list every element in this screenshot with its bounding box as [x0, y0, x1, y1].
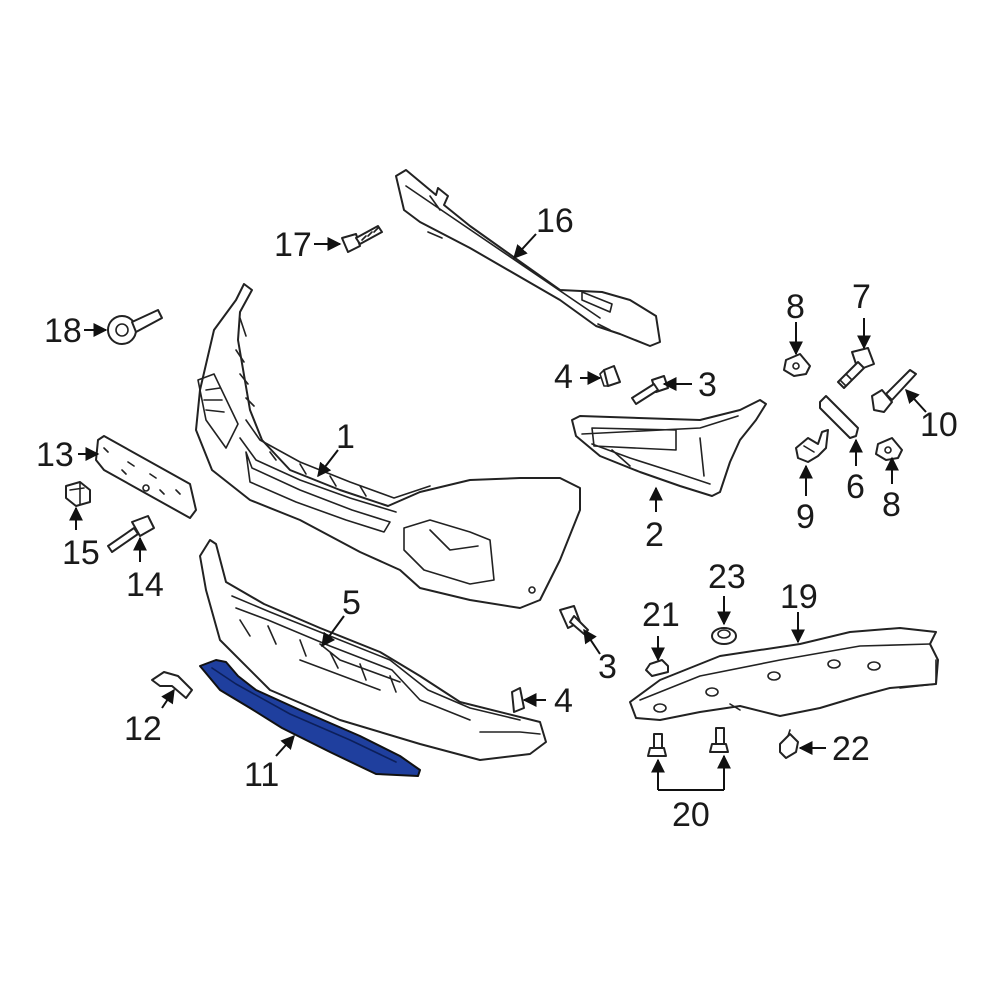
part-5-lower-grille[interactable]: [199, 539, 547, 761]
callout-22: 22: [832, 730, 870, 768]
callout-10: 10: [920, 406, 958, 444]
callout-4-upper: 4: [554, 358, 573, 396]
part-11-deflector-highlighted[interactable]: [199, 659, 421, 777]
callout-12: 12: [124, 710, 162, 748]
callout-18: 18: [44, 312, 82, 350]
part-20-bolts[interactable]: [647, 727, 729, 757]
part-23-nut[interactable]: [711, 627, 737, 645]
part-3-screw-lower[interactable]: [559, 605, 589, 635]
callout-20: 20: [672, 796, 710, 834]
leader-1: [317, 449, 339, 478]
callout-8-upper: 8: [786, 288, 805, 326]
callout-3-lower: 3: [598, 648, 617, 686]
part-8-nut-upper[interactable]: [783, 353, 811, 377]
callout-3-upper: 3: [698, 366, 717, 404]
callout-1: 1: [336, 418, 355, 456]
part-9-clip[interactable]: [795, 429, 829, 463]
part-13-license-bracket[interactable]: [95, 435, 197, 519]
leader-3b: [583, 628, 601, 655]
callout-8-lower: 8: [882, 486, 901, 524]
callout-19: 19: [780, 578, 818, 616]
callout-11: 11: [244, 756, 279, 794]
leader-16: [513, 233, 537, 260]
part-18-tow-eye[interactable]: [107, 309, 163, 345]
callout-6: 6: [846, 468, 865, 506]
callout-4-lower: 4: [554, 682, 573, 720]
callout-14: 14: [126, 566, 164, 604]
callout-15: 15: [62, 534, 100, 572]
part-8-nut-lower[interactable]: [875, 437, 903, 461]
callout-5: 5: [342, 584, 361, 622]
callout-21: 21: [642, 596, 680, 634]
callout-23: 23: [708, 558, 746, 596]
part-15-clip[interactable]: [65, 481, 91, 507]
part-1-bumper-cover[interactable]: [195, 283, 581, 609]
callout-9: 9: [796, 498, 815, 536]
part-7-bolt[interactable]: [837, 347, 875, 389]
part-19-splash-shield[interactable]: [629, 627, 939, 721]
part-2-fog-bracket[interactable]: [571, 399, 767, 497]
callout-16: 16: [536, 202, 574, 240]
part-4-clip-lower[interactable]: [511, 687, 525, 713]
part-3-screw-upper[interactable]: [631, 375, 669, 405]
callout-13: 13: [36, 436, 74, 474]
leader-11: [275, 734, 295, 757]
part-14-push-pin[interactable]: [107, 515, 155, 553]
part-12-bracket[interactable]: [151, 671, 193, 699]
part-22-push-clip[interactable]: [779, 729, 799, 759]
callout-7: 7: [852, 278, 871, 316]
leader-5: [321, 615, 345, 648]
leader-10: [905, 388, 927, 413]
callout-17: 17: [274, 226, 312, 264]
part-6-bracket[interactable]: [819, 395, 859, 439]
part-10-retainer[interactable]: [871, 369, 917, 413]
part-16-reinforcement-beam[interactable]: [395, 169, 661, 347]
leader-12: [161, 688, 175, 709]
part-4-clip-upper[interactable]: [599, 365, 621, 387]
part-17-bolt[interactable]: [341, 225, 383, 253]
part-21-clip[interactable]: [645, 659, 669, 677]
callout-2: 2: [645, 516, 664, 554]
leader-lines: [69, 233, 927, 791]
callout-labels: 1 2 3 3 4 4 5 6 7 8 8 9 10 11 12 13 14 1…: [36, 202, 958, 834]
